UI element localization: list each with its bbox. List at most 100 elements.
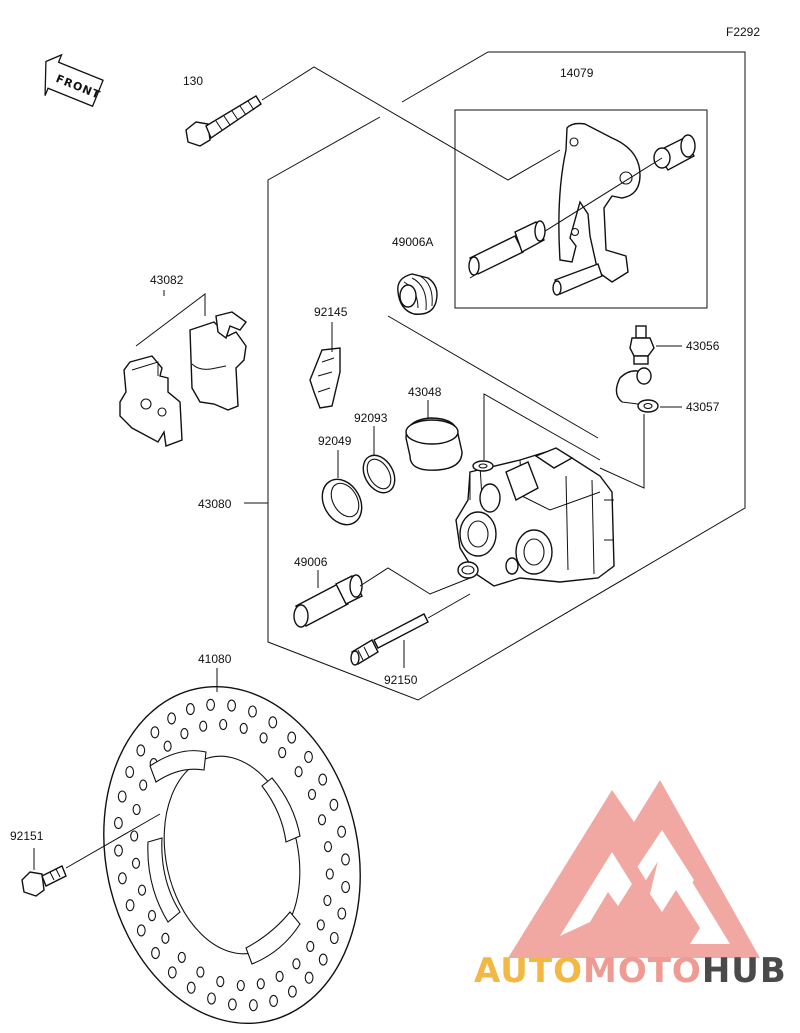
disc-hole: [304, 971, 314, 984]
disc-hole: [323, 841, 333, 853]
slide-pin-49006A: [468, 220, 546, 276]
disc-hole: [167, 966, 177, 979]
part-label-41080[interactable]: 41080: [198, 652, 232, 666]
disc-hole: [325, 868, 334, 880]
watermark-auto: AUTO: [474, 951, 583, 991]
brake-pad-set: [119, 311, 247, 447]
leader-caliper-top: [483, 393, 601, 461]
disc-hole: [269, 994, 278, 1007]
disc-hole: [132, 803, 141, 816]
disc-hole: [317, 814, 327, 826]
watermark-text: AUTOMOTOHUB: [474, 951, 787, 991]
disc-hole: [248, 999, 258, 1012]
disc-hole: [329, 798, 339, 811]
part-label-92151[interactable]: 92151: [10, 829, 44, 843]
disc-hole: [180, 728, 189, 740]
disc-hole: [256, 978, 265, 990]
disc-hole: [114, 816, 123, 830]
disc-hole: [316, 919, 325, 931]
disc-hole: [236, 979, 245, 992]
disc-hole: [318, 953, 328, 966]
part-label-92049[interactable]: 92049: [318, 434, 352, 448]
leader-92151: [33, 813, 161, 870]
leader-boot-to-caliper: [387, 315, 599, 439]
part-label-43082[interactable]: 43082: [150, 273, 184, 287]
caliper-assembly-outline: [267, 51, 746, 701]
figure-code: F2292: [726, 25, 760, 39]
part-labels: 130 14079 49006A 43082 92145 43056 43048…: [10, 66, 720, 843]
disc-hole: [125, 899, 135, 912]
part-label-92093[interactable]: 92093: [354, 411, 388, 425]
part-label-43080[interactable]: 43080: [198, 497, 232, 511]
part-label-43048[interactable]: 43048: [408, 385, 442, 399]
disc-hole: [130, 830, 139, 842]
caliper-bracket: [552, 122, 641, 296]
watermark-logo: [508, 780, 760, 958]
disc-hole: [117, 790, 127, 803]
pin-boot-49006A: [397, 273, 438, 315]
pad-spring: [309, 347, 341, 409]
bleed-valve: [629, 325, 655, 365]
disc-hole: [275, 970, 284, 982]
disc-hole: [227, 998, 237, 1011]
pin-bolt-92150: [350, 593, 471, 666]
disc-hole: [114, 844, 123, 857]
disc-hole: [268, 716, 278, 729]
disc-hole: [341, 880, 350, 894]
watermark-moto: MOTO: [583, 951, 702, 991]
disc-hole: [323, 894, 332, 907]
part-label-43056[interactable]: 43056: [686, 339, 720, 353]
part-label-49006[interactable]: 49006: [294, 555, 328, 569]
disc-hole: [259, 732, 268, 744]
disc-hole: [150, 726, 160, 739]
disc-hole: [151, 947, 160, 960]
disc-hole: [161, 932, 170, 944]
disc-hole: [227, 699, 236, 712]
front-arrow-icon: [44, 53, 104, 108]
disc-hole: [207, 992, 216, 1005]
disc-hole: [278, 747, 287, 759]
disc-hole: [294, 766, 303, 778]
disc-hole: [136, 744, 146, 757]
bracket-group-box: [454, 109, 708, 309]
disc-hole: [341, 853, 350, 866]
disc-hole: [186, 981, 196, 994]
part-label-130[interactable]: 130: [183, 74, 203, 88]
part-label-43057[interactable]: 43057: [686, 400, 720, 414]
part-label-92150[interactable]: 92150: [384, 673, 418, 687]
slide-pin-49006: [293, 574, 363, 628]
disc-hole: [287, 731, 297, 744]
disc-hole: [248, 705, 257, 718]
disc-hole: [216, 976, 225, 988]
disc-hole: [167, 712, 176, 725]
part-label-92145[interactable]: 92145: [314, 305, 348, 319]
disc-hole: [177, 951, 186, 963]
disc-hole: [239, 722, 248, 734]
disc-drill-holes: [114, 698, 350, 1012]
disc-hole: [118, 872, 127, 885]
disc-hole: [131, 857, 141, 869]
disc-hole: [318, 773, 328, 786]
disc-hole: [199, 720, 208, 732]
disc-hole: [337, 825, 346, 838]
disc-hole: [304, 750, 313, 763]
bleed-cap: [615, 367, 659, 413]
bolt-130: [185, 95, 262, 147]
disc-hole: [307, 788, 317, 800]
dust-seal: [321, 478, 363, 526]
disc-hole: [147, 910, 157, 922]
svg-text:AUTOMOTOHUB: AUTOMOTOHUB: [474, 951, 787, 991]
disc-hole: [337, 907, 347, 920]
disc-hole: [206, 698, 215, 711]
part-label-14079[interactable]: 14079: [560, 66, 594, 80]
front-marker: FRONT: [44, 53, 104, 108]
leader-cap-to-caliper: [599, 414, 645, 489]
piston-seal: [362, 454, 396, 494]
leader-130-bolt: [261, 66, 561, 181]
part-label-49006A[interactable]: 49006A: [392, 235, 433, 249]
disc-bolt-92151: [21, 865, 67, 897]
disc-hole: [163, 740, 172, 752]
disc-hole: [306, 940, 315, 952]
disc-hole: [292, 958, 301, 970]
